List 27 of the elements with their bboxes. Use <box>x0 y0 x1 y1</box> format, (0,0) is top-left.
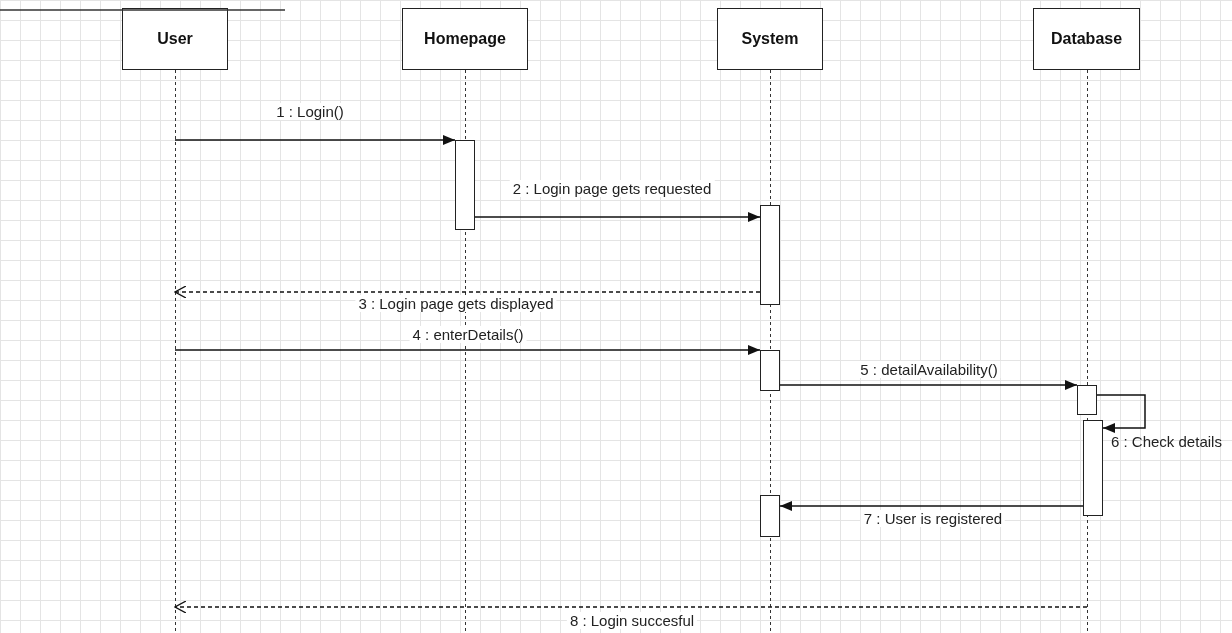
lifeline-head: Homepage <box>402 8 528 70</box>
message-label: 2 : Login page gets requested <box>509 180 715 197</box>
return-arrow <box>174 600 1088 614</box>
message-arrow <box>779 501 1084 511</box>
lifeline-head: Database <box>1033 8 1140 70</box>
message-label: 5 : detailAvailability() <box>857 361 1001 378</box>
message-arrow <box>174 345 761 355</box>
message-label: 6 : Check details <box>1110 433 1223 450</box>
activation-bar <box>760 350 780 391</box>
lifeline-head: System <box>717 8 823 70</box>
message-arrow <box>779 380 1078 390</box>
activation-bar <box>455 140 475 230</box>
message-label: 7 : User is registered <box>860 510 1006 527</box>
message-arrow <box>474 212 761 222</box>
message-label: 8 : Login succesful <box>566 612 698 629</box>
lifeline <box>717 8 823 633</box>
message-arrow <box>1096 394 1146 433</box>
lifeline <box>122 8 228 633</box>
activation-bar <box>1083 420 1103 516</box>
activation-bar <box>760 495 780 537</box>
return-arrow <box>174 285 761 299</box>
activation-bar <box>760 205 780 305</box>
message-label: 3 : Login page gets displayed <box>355 295 557 312</box>
message-arrow <box>174 135 456 145</box>
lifeline-head: User <box>122 8 228 70</box>
message-label: 4 : enterDetails() <box>409 326 527 343</box>
activation-bar <box>1077 385 1097 415</box>
